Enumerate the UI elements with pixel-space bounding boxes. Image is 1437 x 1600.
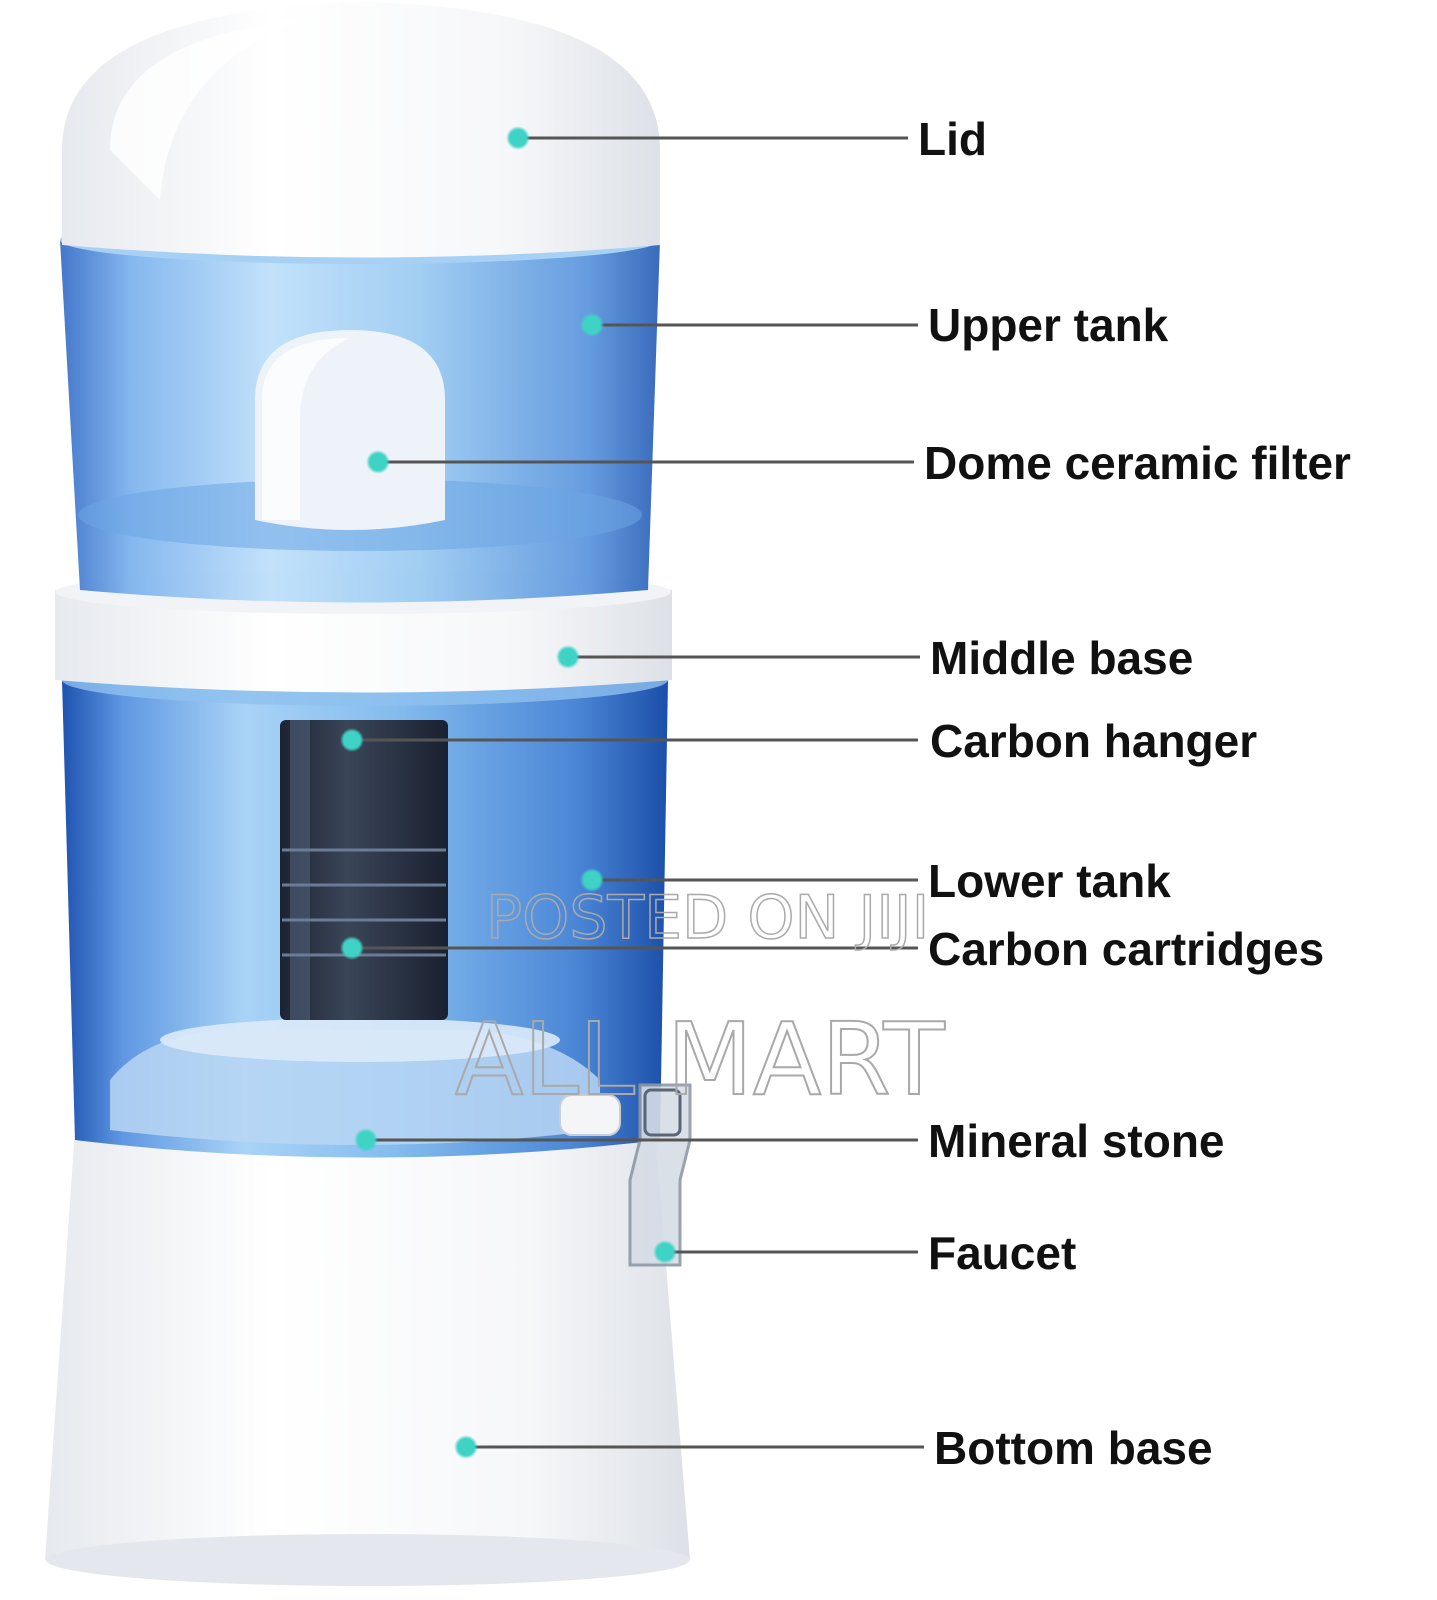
label-carbon-hanger: Carbon hanger: [930, 715, 1258, 767]
watermark-posted-on-jiji: POSTED ON JIJI: [485, 883, 930, 953]
label-lower-tank: Lower tank: [928, 855, 1171, 907]
watermark-all-mart: ALL MART: [454, 1001, 946, 1118]
faucet-shape: [559, 1083, 692, 1267]
dot-dome-ceramic-filter: [366, 450, 390, 474]
dot-carbon-hanger: [340, 728, 364, 752]
dot-upper-tank: [580, 313, 604, 337]
label-dome-ceramic-filter: Dome ceramic filter: [924, 437, 1351, 489]
dot-middle-base: [556, 645, 580, 669]
dot-mineral-stone: [354, 1128, 378, 1152]
label-bottom-base: Bottom base: [934, 1422, 1213, 1474]
dot-bottom-base: [454, 1435, 478, 1459]
lid-shape: [62, 2, 660, 258]
dot-lid: [506, 126, 530, 150]
label-upper-tank: Upper tank: [928, 299, 1169, 351]
bottom-base-shape: [45, 1130, 690, 1586]
dot-lower-tank: [580, 868, 604, 892]
dot-faucet: [653, 1240, 677, 1264]
label-lid: Lid: [918, 113, 987, 165]
label-mineral-stone: Mineral stone: [928, 1115, 1225, 1167]
leader-lines: [352, 136, 924, 1449]
label-carbon-cartridges: Carbon cartridges: [928, 923, 1325, 975]
callout-dots: [340, 126, 677, 1459]
upper-tank-shape: [60, 216, 660, 603]
label-middle-base: Middle base: [930, 632, 1194, 684]
dot-carbon-cartridges: [340, 936, 364, 960]
label-faucet: Faucet: [928, 1227, 1077, 1279]
